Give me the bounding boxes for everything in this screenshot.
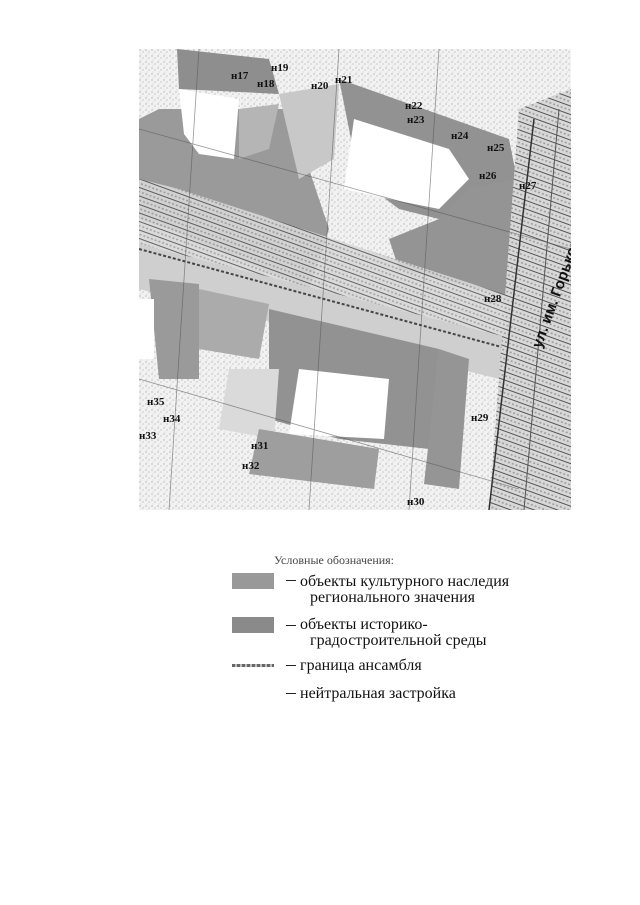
point-label-18: н34 (163, 413, 181, 425)
point-label-10: н26 (479, 170, 497, 182)
point-label-15: н31 (251, 440, 268, 452)
point-label-8: н24 (451, 130, 469, 142)
legend-text: регионального значения (310, 589, 476, 606)
legend-title: Условные обозначения: (274, 553, 395, 567)
legend-text: нейтральная застройка (300, 685, 456, 702)
point-label-16: н32 (242, 460, 260, 472)
parcel-lines (139, 49, 571, 510)
legend-text: объекты культурного наследия (300, 573, 510, 590)
point-label-11: н27 (519, 180, 537, 192)
map-image: н17 н19 н18 н20 н21 н22 н23 н24 н25 н26 н27 н28 н29 н… (139, 49, 571, 510)
swatch-historic-env (232, 617, 274, 633)
point-label-1: н17 (231, 70, 249, 82)
point-label-2: н19 (271, 62, 289, 74)
point-label-3: н18 (257, 78, 275, 90)
point-label-13: н29 (471, 412, 489, 424)
point-label-6: н22 (405, 100, 423, 112)
point-label-17: н33 (139, 430, 157, 442)
legend-text: объекты историко- (300, 616, 428, 633)
swatch-ensemble-boundary (232, 664, 274, 667)
legend-text: граница ансамбля (300, 657, 422, 674)
point-label-12: н28 (484, 293, 502, 305)
street-vertical (488, 89, 571, 510)
building-block-south (139, 279, 469, 489)
point-label-5: н21 (335, 74, 352, 86)
point-label-7: н23 (407, 114, 425, 126)
point-label-4: н20 (311, 80, 329, 92)
point-label-14: н30 (407, 496, 425, 508)
point-label-19: н35 (147, 396, 165, 408)
swatch-regional-heritage (232, 573, 274, 589)
point-label-9: н25 (487, 142, 505, 154)
legend-text: градостроительной среды (310, 632, 487, 649)
